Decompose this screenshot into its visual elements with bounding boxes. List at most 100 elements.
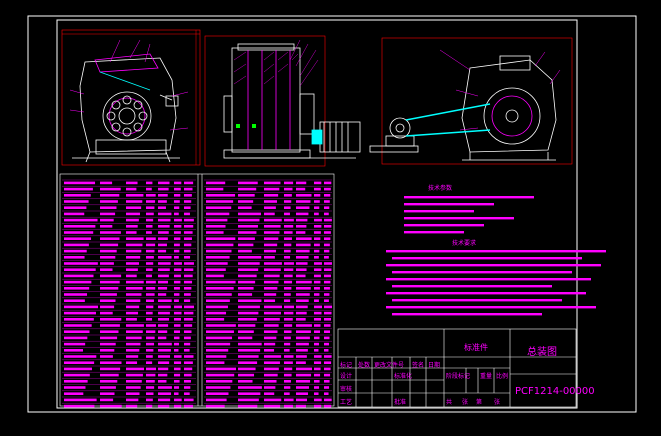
parts-cell-stroke bbox=[206, 367, 236, 371]
parts-cell-stroke bbox=[284, 318, 293, 321]
parts-cell-stroke bbox=[238, 218, 260, 222]
left-view-leaders bbox=[69, 39, 189, 131]
parts-cell-stroke bbox=[238, 256, 262, 259]
tb-sheet-num: 第 bbox=[476, 399, 483, 406]
parts-cell-stroke bbox=[100, 231, 121, 234]
parts-cell-stroke bbox=[146, 231, 152, 234]
parts-cell-stroke bbox=[264, 218, 282, 222]
parts-cell-stroke bbox=[284, 349, 290, 352]
parts-cell-stroke bbox=[324, 206, 330, 209]
parts-cell-stroke bbox=[126, 194, 144, 197]
parts-cell-stroke bbox=[238, 237, 255, 240]
parts-cell-stroke bbox=[324, 268, 332, 271]
parts-cell-stroke bbox=[174, 299, 179, 302]
parts-cell-stroke bbox=[238, 342, 262, 346]
parts-cell-stroke bbox=[284, 311, 294, 315]
parts-cell-stroke bbox=[324, 305, 332, 309]
parts-cell-stroke bbox=[126, 392, 140, 395]
parts-cell-stroke bbox=[126, 330, 143, 333]
parts-cell-stroke bbox=[158, 181, 170, 185]
parts-cell-stroke bbox=[284, 249, 291, 253]
parts-cell-stroke bbox=[264, 311, 281, 315]
parts-cell-stroke bbox=[64, 206, 87, 209]
parts-cell-stroke bbox=[284, 274, 293, 278]
parts-cell-stroke bbox=[206, 361, 225, 364]
parts-cell-stroke bbox=[324, 404, 332, 408]
parts-cell-stroke bbox=[296, 330, 311, 333]
parts-cell-stroke bbox=[64, 237, 92, 240]
outer-frame bbox=[27, 15, 637, 413]
parts-cell-stroke bbox=[264, 355, 282, 358]
parts-cell-stroke bbox=[184, 256, 191, 259]
parts-cell-stroke bbox=[126, 181, 138, 185]
parts-cell-stroke bbox=[146, 342, 155, 346]
parts-cell-stroke bbox=[64, 392, 84, 395]
parts-cell-stroke bbox=[284, 256, 291, 259]
parts-cell-stroke bbox=[184, 349, 190, 352]
parts-cell-stroke bbox=[324, 200, 330, 203]
note-line-stroke bbox=[392, 313, 542, 316]
parts-cell-stroke bbox=[296, 287, 311, 290]
parts-cell-stroke bbox=[158, 373, 168, 377]
parts-cell-stroke bbox=[324, 187, 331, 191]
parts-cell-stroke bbox=[206, 212, 230, 216]
parts-cell-stroke bbox=[146, 274, 152, 278]
parts-cell-stroke bbox=[146, 318, 153, 321]
parts-cell-stroke bbox=[284, 181, 294, 185]
parts-cell-stroke bbox=[296, 311, 307, 315]
note-line-stroke bbox=[392, 285, 552, 288]
parts-cell-stroke bbox=[314, 237, 321, 240]
parts-cell-stroke bbox=[64, 249, 87, 253]
parts-cell-stroke bbox=[146, 194, 156, 197]
parts-cell-stroke bbox=[264, 212, 275, 216]
parts-cell-stroke bbox=[158, 299, 172, 302]
parts-cell-stroke bbox=[296, 181, 307, 185]
parts-cell-stroke bbox=[238, 200, 254, 203]
parts-cell-stroke bbox=[206, 305, 228, 309]
parts-cell-stroke bbox=[284, 225, 294, 228]
parts-cell-stroke bbox=[158, 349, 171, 352]
parts-cell-stroke bbox=[314, 318, 322, 321]
parts-cell-stroke bbox=[184, 398, 194, 402]
parts-cell-stroke bbox=[206, 386, 231, 389]
parts-cell-stroke bbox=[284, 380, 291, 383]
parts-cell-stroke bbox=[184, 392, 190, 395]
parts-cell-stroke bbox=[174, 181, 182, 185]
parts-cell-stroke bbox=[146, 361, 153, 364]
parts-cell-stroke bbox=[100, 200, 118, 203]
parts-cell-stroke bbox=[324, 280, 331, 284]
parts-cell-stroke bbox=[184, 268, 194, 271]
parts-cell-stroke bbox=[264, 256, 275, 259]
parts-cell-stroke bbox=[174, 218, 182, 222]
parts-cell-stroke bbox=[126, 342, 141, 346]
parts-cell-stroke bbox=[284, 373, 292, 377]
parts-cell-stroke bbox=[284, 330, 292, 333]
parts-cell-stroke bbox=[174, 318, 182, 321]
parts-cell-stroke bbox=[324, 249, 330, 253]
parts-cell-stroke bbox=[314, 225, 322, 228]
parts-cell-stroke bbox=[296, 404, 306, 408]
parts-cell-stroke bbox=[184, 181, 194, 185]
parts-cell-stroke bbox=[314, 361, 322, 364]
parts-cell-stroke bbox=[284, 404, 293, 408]
parts-cell-stroke bbox=[158, 237, 168, 240]
parts-cell-stroke bbox=[184, 262, 194, 265]
parts-cell-stroke bbox=[238, 231, 257, 234]
parts-cell-stroke bbox=[158, 318, 170, 321]
parts-cell-stroke bbox=[264, 181, 281, 185]
parts-cell-stroke bbox=[206, 293, 232, 296]
parts-cell-stroke bbox=[324, 287, 330, 290]
parts-cell-stroke bbox=[126, 361, 138, 364]
parts-cell-stroke bbox=[264, 386, 276, 389]
parts-cell-stroke bbox=[206, 336, 233, 340]
parts-cell-stroke bbox=[146, 299, 154, 302]
parts-cell-stroke bbox=[146, 392, 154, 395]
parts-cell-stroke bbox=[158, 268, 170, 271]
parts-cell-stroke bbox=[238, 361, 258, 364]
parts-cell-stroke bbox=[314, 256, 319, 259]
parts-cell-stroke bbox=[64, 311, 96, 315]
parts-cell-stroke bbox=[126, 187, 137, 191]
parts-cell-stroke bbox=[238, 373, 255, 377]
parts-cell-stroke bbox=[174, 237, 181, 240]
parts-cell-stroke bbox=[284, 268, 294, 271]
